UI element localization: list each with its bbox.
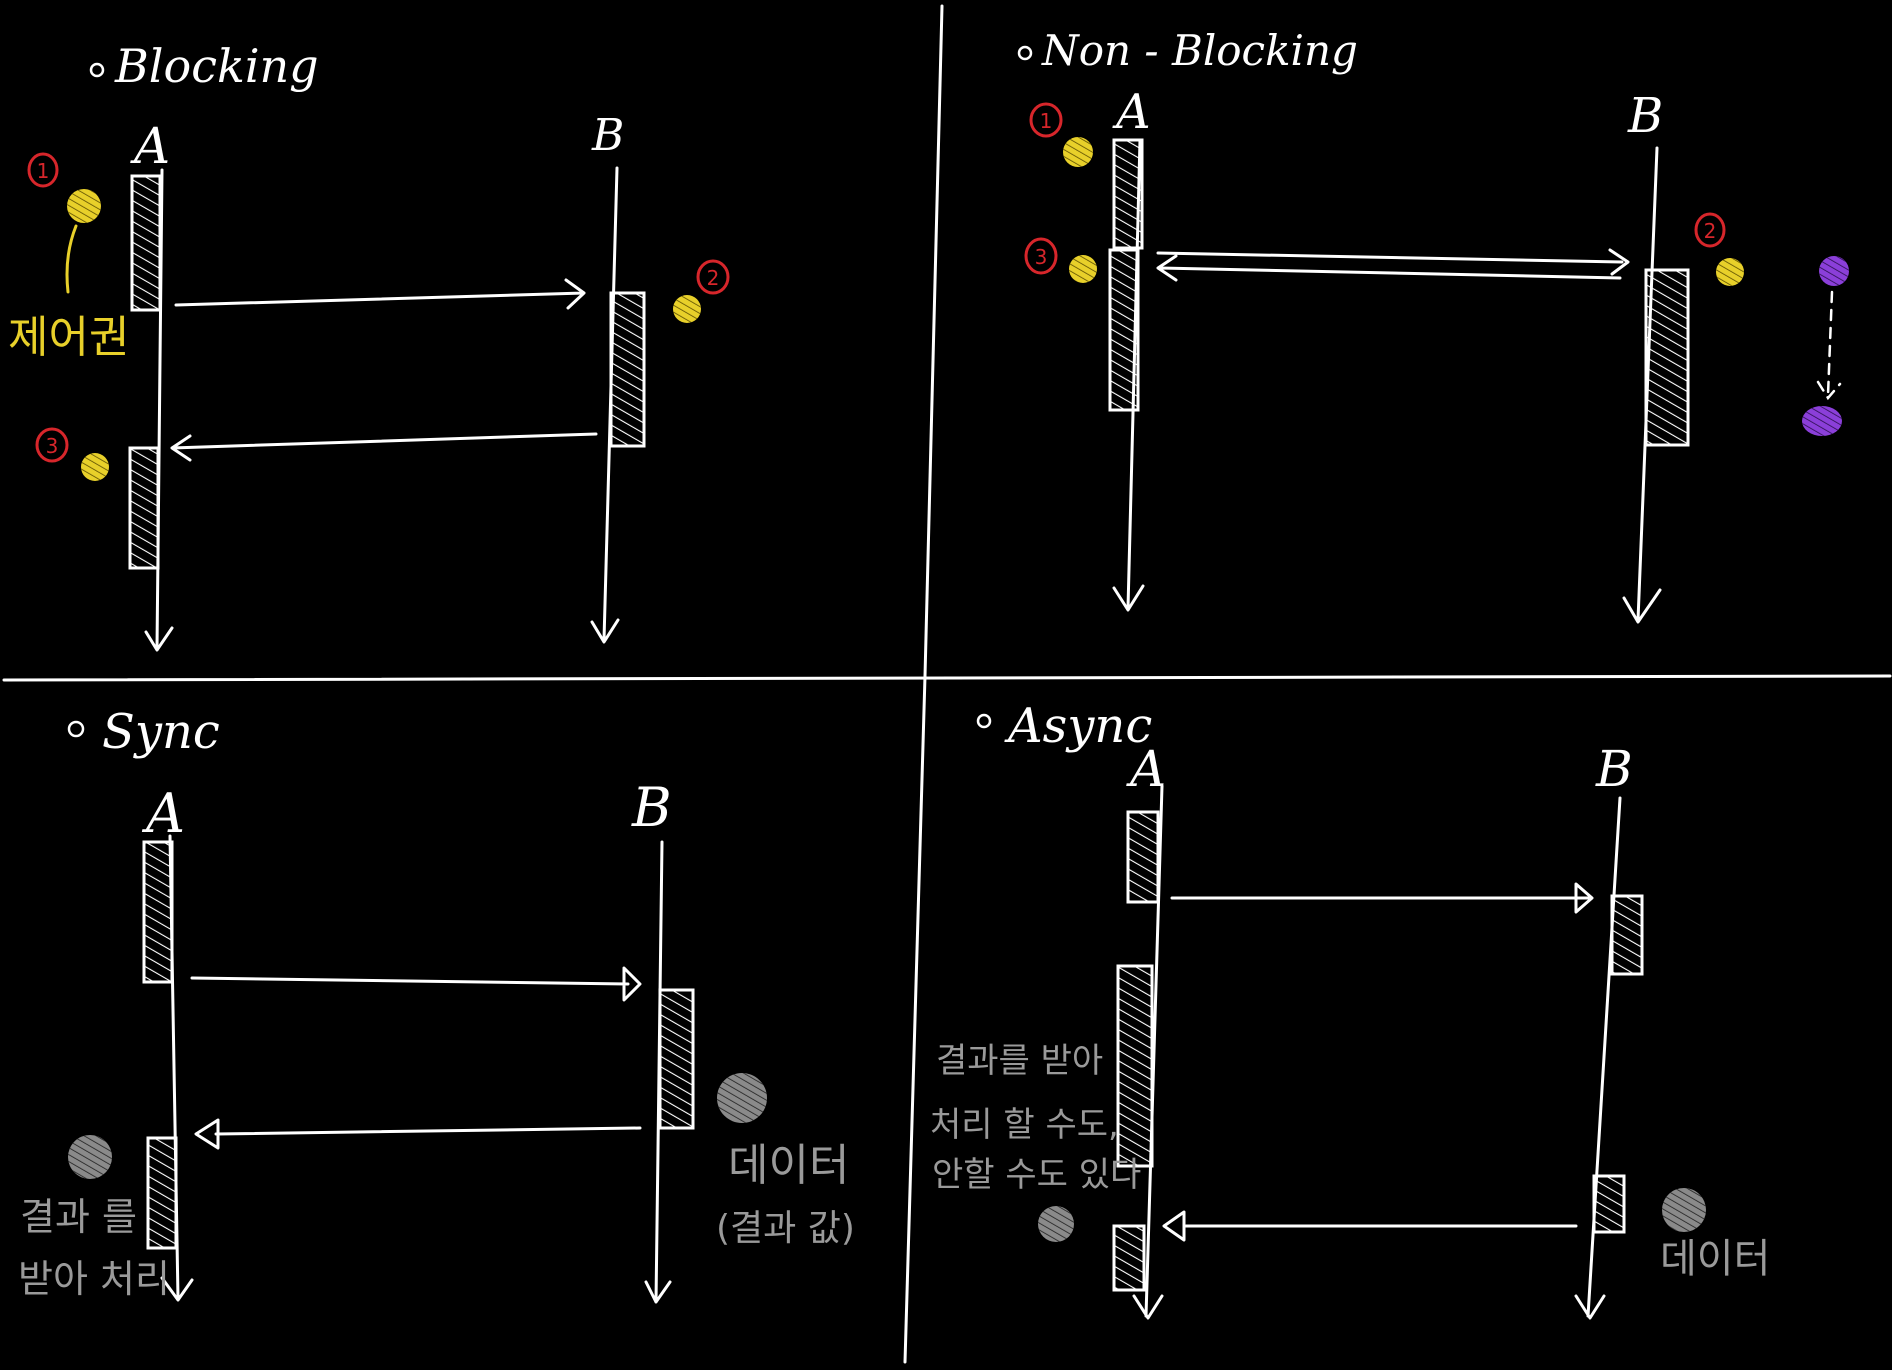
actor-a-label: A [1112,84,1151,140]
panel-async: Async A B 결과를 받아 처리 할 수도, 안할 수도 있다 데이터 [930,698,1770,1320]
panel-title: Blocking [114,39,319,93]
hatched-circle-icon [673,295,701,323]
hatched-circle-icon [1063,137,1093,167]
actor-a-label: A [141,782,185,845]
step-marker-1: 1 [1029,102,1063,138]
actor-a-label: A [1126,740,1166,798]
activation-bar [1108,248,1140,412]
data-label: 데이터 [1660,1236,1770,1282]
call-arrow [1156,248,1630,276]
title-bullet [1017,45,1033,61]
svg-text:3: 3 [1035,245,1048,269]
activation-bar [1126,810,1160,904]
step-marker-2: 2 [696,259,730,295]
activation-bar [1112,138,1144,250]
hatched-circle-icon [1069,255,1097,283]
return-arrow [194,1118,642,1150]
activation-bar [1592,1174,1626,1234]
hatched-circle-icon [67,189,101,223]
gray-hatched-circle-icon [1038,1206,1074,1242]
panel-sync: Sync A B 데이터 (결과 값) 결과 를 받아 처리 [18,704,855,1304]
actor-b-label: B [591,110,624,161]
title-bullet [67,720,85,738]
gray-hatched-circle-icon [1662,1188,1706,1232]
call-arrow [1170,882,1594,914]
actor-b-label: B [631,776,672,839]
call-arrow [174,278,586,310]
svg-text:2: 2 [1704,219,1717,243]
actor-a-label: A [130,117,170,175]
panel-title: Sync [102,704,220,760]
callback-arrow [1162,1210,1578,1242]
async-note-line-3: 안할 수도 있다 [932,1155,1141,1195]
svg-text:2: 2 [707,266,720,290]
activation-bar [146,1136,178,1250]
activation-bar [128,446,160,570]
worker-progress-arrow [1816,290,1842,401]
svg-text:1: 1 [1040,109,1053,133]
step-marker-2: 2 [1694,212,1726,248]
call-arrow [190,966,642,1002]
title-bullet [89,62,105,78]
data-label: 데이터 [728,1140,849,1191]
activation-bar [1112,1224,1146,1292]
vertical-divider-top [923,4,944,678]
vertical-divider-bottom [903,674,927,1364]
activation-bar [609,291,646,448]
receive-note-line-2: 받아 처리 [18,1257,170,1301]
title-bullet [976,713,992,729]
purple-hatched-circle-icon [1819,256,1849,286]
step-marker-1: 1 [27,152,59,188]
hatched-circle-icon [81,453,109,481]
control-pointer [65,224,78,294]
immediate-return-arrow [1156,254,1622,282]
activation-bar [130,174,162,312]
return-arrow [170,432,598,462]
purple-hatched-circle-icon [1802,406,1842,436]
horizontal-divider [2,674,1892,682]
step-marker-3: 3 [1024,237,1058,275]
panel-non-blocking: Non - Blocking A B 1 2 3 [1017,26,1849,624]
control-label: 제어권 [8,312,129,363]
svg-text:1: 1 [37,159,50,183]
activation-bar [1610,894,1644,976]
quadrant-dividers [2,4,1892,1364]
hatched-circle-icon [1716,258,1744,286]
data-note: (결과 값) [716,1208,855,1249]
activation-bar [658,988,695,1130]
panel-blocking: Blocking A B 1 2 3 제어권 [8,39,730,652]
activation-bar [142,840,174,984]
async-note-line-2: 처리 할 수도, [930,1105,1119,1145]
activation-bar [1644,268,1690,447]
svg-text:3: 3 [46,434,59,458]
actor-b-label: B [1627,88,1663,144]
gray-hatched-circle-icon [68,1135,112,1179]
activation-bar [1116,964,1154,1168]
panel-title: Async [1004,698,1152,754]
step-marker-3: 3 [35,427,69,463]
actor-b-label: B [1595,740,1633,798]
panel-title: Non - Blocking [1041,26,1358,75]
lifeline-b [1574,796,1622,1320]
receive-note-line-1: 결과 를 [20,1195,137,1239]
async-note-line-1: 결과를 받아 [936,1041,1103,1081]
gray-hatched-circle-icon [717,1073,767,1123]
